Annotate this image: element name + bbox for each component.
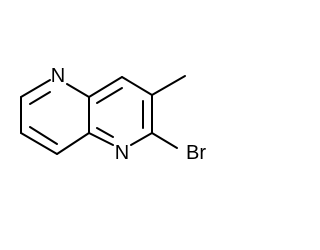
bond-n1-c2 <box>20 79 51 98</box>
left-pyridine-ring <box>20 79 90 155</box>
bond-c3-c4 <box>20 132 58 155</box>
bond-c8a-n1 <box>66 83 90 98</box>
double-bond-c8a-c8 <box>96 87 123 104</box>
atom-label-n5: N <box>115 142 129 164</box>
bond-c6-br <box>151 132 178 149</box>
right-pyridine-ring <box>88 76 153 146</box>
double-bond-n5-c4a <box>96 127 114 138</box>
bond-c4-c4a <box>56 132 90 155</box>
bond-n5-c4a <box>88 132 114 146</box>
double-bond-c2-n1 <box>29 91 51 105</box>
bond-c6-n5 <box>130 132 153 146</box>
atom-label-br: Br <box>186 142 206 164</box>
bond-methyl <box>151 75 186 96</box>
chemical-structure: N N Br <box>20 65 206 164</box>
bond-c8-c7 <box>121 76 153 96</box>
bond-c8a-c8 <box>88 76 123 98</box>
double-bond-c3-c4 <box>29 126 58 145</box>
atom-label-n1: N <box>51 65 65 87</box>
